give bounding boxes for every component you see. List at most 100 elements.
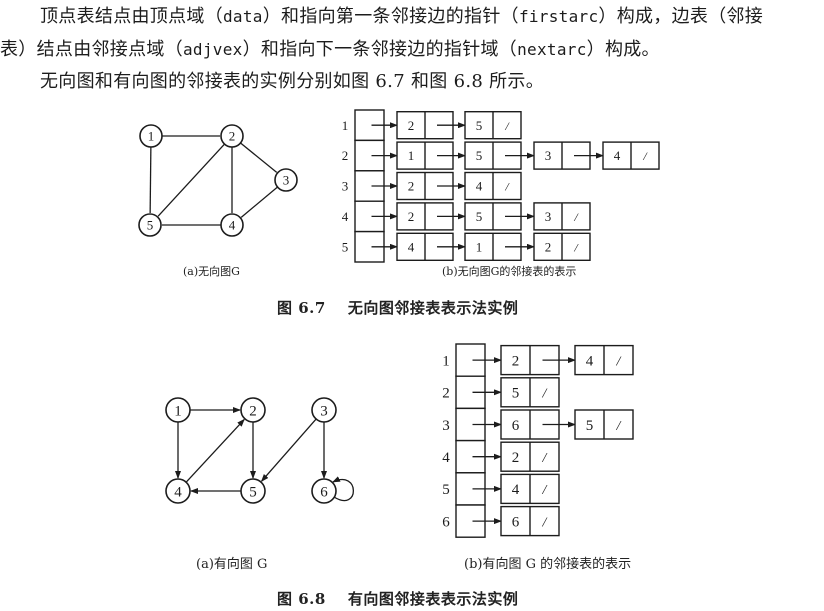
undirected-adjacency-list: 1 2 5 / 2 1 5 3 4 / 3 2 4 / 4 2 5 3 / 5 4 1 2 /	[342, 109, 660, 263]
paragraph-line-2: 表）结点由邻接点域（adjvex）和指向下一条邻接边的指针域（nextarc）构…	[0, 39, 660, 61]
vertex-index: 5	[342, 239, 349, 254]
directed-graph-g: 1 2 3 4 5 6	[165, 397, 354, 504]
code-nextarc: nextarc	[517, 40, 587, 59]
paragraph-line-1: 顶点表结点由顶点域（data）和指向第一条邻接边的指针（firstarc）构成，…	[40, 6, 763, 28]
figure-title-text: 无向图邻接表表示法实例	[347, 299, 519, 317]
graph-node-circle	[220, 213, 244, 237]
null-pointer: /	[542, 387, 548, 402]
null-pointer: /	[542, 483, 548, 498]
text: 表）结点由邻接点域（	[0, 39, 183, 60]
text: ）构成，边表（邻接	[598, 6, 764, 27]
null-pointer: /	[616, 419, 622, 434]
graph-node-label: 2	[229, 129, 236, 144]
graph-edge	[240, 186, 278, 218]
graph-node-circle	[274, 168, 298, 192]
adjvex-value: 5	[476, 118, 483, 133]
graph-node-circle	[165, 397, 191, 423]
adjvex-value: 2	[545, 239, 552, 254]
adjvex-value: 4	[476, 179, 483, 194]
directed-adjacency-list: 1 2 4 / 2 5 / 3 6 5 / 4 2 / 5 4 / 6 6 /	[442, 343, 634, 538]
vertex-index: 5	[442, 482, 450, 498]
vertex-index: 4	[342, 209, 349, 224]
adjvex-value: 4	[408, 239, 415, 254]
vertex-index: 1	[442, 353, 450, 369]
vertex-index: 2	[342, 148, 349, 163]
null-pointer: /	[542, 451, 548, 466]
vertex-index: 3	[342, 179, 349, 194]
graph-node-label: 6	[320, 484, 328, 500]
paragraph-line-3: 无向图和有向图的邻接表的实例分别如图 6.7 和图 6.8 所示。	[40, 71, 545, 92]
null-pointer: /	[504, 119, 510, 133]
adjvex-value: 1	[476, 239, 483, 254]
adjvex-value: 2	[512, 353, 520, 369]
text: ）和指向第一条邻接边的指针（	[262, 6, 519, 27]
adjvex-value: 3	[545, 209, 552, 224]
caption-directed-adjacency: (b)有向图 G 的邻接表的表示	[464, 557, 632, 572]
graph-edge	[185, 418, 245, 483]
figure-6-7-title: 图 6.7 无向图邻接表表示法实例	[277, 297, 518, 318]
adjvex-value: 2	[512, 450, 520, 466]
graph-node-label: 3	[283, 173, 290, 188]
vertex-index: 2	[442, 386, 450, 402]
vertex-index: 6	[442, 514, 450, 530]
caption-directed-graph: (a)有向图 G	[196, 557, 268, 572]
graph-node-label: 3	[320, 403, 328, 419]
adjvex-value: 4	[512, 482, 520, 498]
code-data: data	[223, 7, 263, 26]
null-pointer: /	[542, 515, 548, 530]
adjvex-value: 6	[512, 514, 520, 530]
null-pointer: /	[573, 240, 579, 254]
graph-node-label: 4	[229, 218, 236, 233]
null-pointer: /	[504, 180, 510, 194]
graph-edge	[157, 143, 226, 217]
undirected-graph-g: 1 2 3 4 5	[138, 124, 298, 237]
graph-node-label: 5	[249, 484, 257, 500]
caption-undirected-graph: (a)无向图G	[183, 265, 240, 278]
text: ）和指向下一条邻接边的指针域（	[242, 39, 518, 60]
graph-edge	[240, 142, 278, 173]
figure-6-8-title: 图 6.8 有向图邻接表表示法实例	[277, 588, 518, 609]
adjvex-value: 2	[408, 209, 415, 224]
adjvex-value: 2	[408, 118, 415, 133]
vertex-index: 3	[442, 418, 450, 434]
graph-edge	[260, 418, 317, 482]
graph-node-circle	[240, 478, 266, 504]
self-loop-edge	[332, 476, 354, 502]
graph-node-label: 5	[147, 218, 154, 233]
vertex-index: 4	[442, 450, 450, 466]
figure-title-text: 有向图邻接表表示法实例	[347, 590, 519, 608]
text: ）构成。	[586, 39, 660, 60]
figure-number: 图 6.7	[277, 299, 326, 317]
adjvex-value: 3	[545, 148, 552, 163]
adjvex-value: 5	[586, 418, 594, 434]
graph-node-label: 4	[174, 484, 182, 500]
graph-node-label: 1	[174, 403, 182, 419]
text: 顶点表结点由顶点域（	[40, 6, 223, 27]
vertex-index: 1	[342, 118, 349, 133]
graph-node-circle	[165, 478, 191, 504]
adjvex-value: 5	[476, 209, 483, 224]
adjvex-value: 1	[408, 148, 415, 163]
graph-node-circle	[311, 397, 337, 423]
adjvex-value: 4	[614, 148, 621, 163]
graph-node-label: 2	[249, 403, 257, 419]
null-pointer: /	[573, 210, 579, 224]
adjvex-value: 2	[408, 179, 415, 194]
graph-node-circle	[220, 124, 244, 148]
graph-node-circle	[240, 397, 266, 423]
null-pointer: /	[616, 354, 622, 369]
null-pointer: /	[642, 149, 648, 163]
graph-node-circle	[138, 213, 162, 237]
adjvex-value: 6	[512, 418, 520, 434]
graph-node-circle	[139, 124, 163, 148]
code-firstarc: firstarc	[518, 7, 599, 26]
caption-undirected-adjacency: (b)无向图G的邻接表的表示	[442, 265, 577, 278]
adjvex-value: 5	[476, 148, 483, 163]
adjvex-value: 4	[586, 353, 594, 369]
graph-edge	[149, 146, 152, 214]
adjvex-value: 5	[512, 386, 520, 402]
figure-number: 图 6.8	[277, 590, 326, 608]
graph-node-label: 1	[148, 129, 155, 144]
graph-node-circle	[311, 478, 337, 504]
